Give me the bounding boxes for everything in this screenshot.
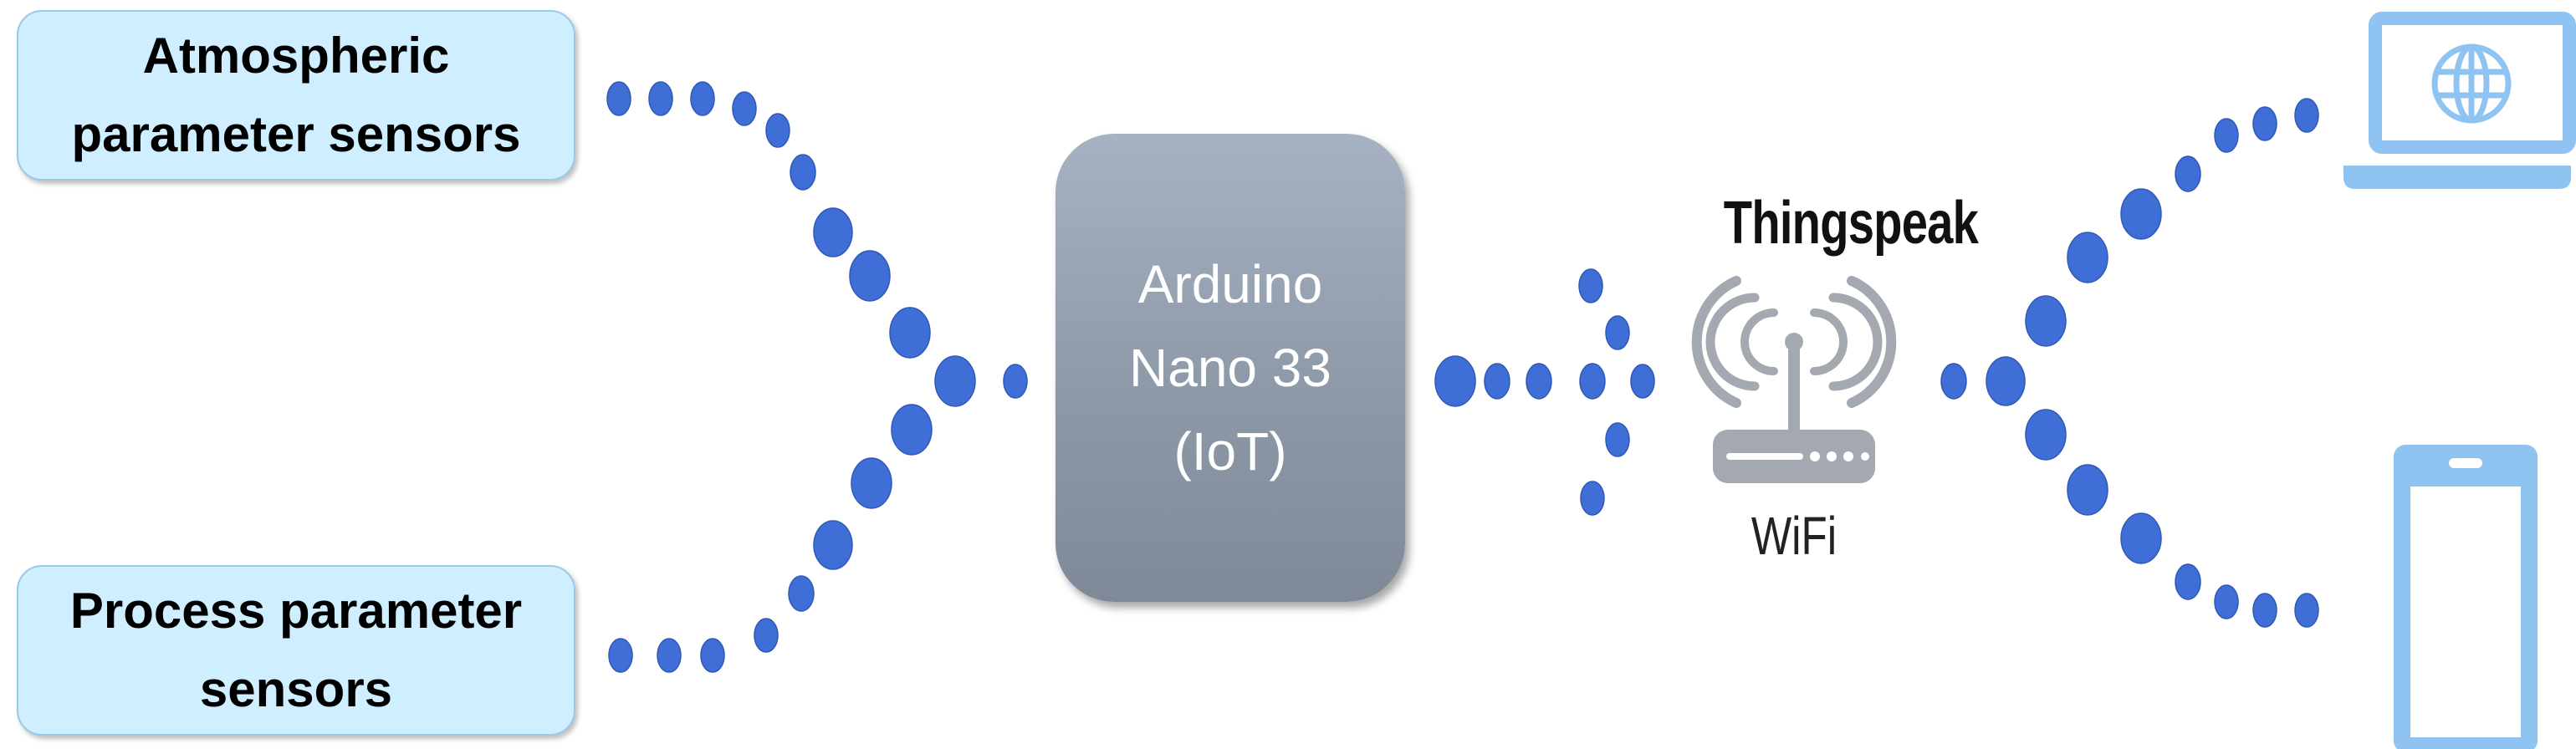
connector-dot [2175,563,2201,600]
connector-dot [891,404,933,456]
connector-dot [2175,155,2201,192]
connector-dot [2252,106,2277,141]
connector-dot [1579,363,1606,400]
arduino-label-line1: Arduino [1137,254,1323,314]
connector-dot [1526,363,1552,400]
connector-dot [754,618,779,653]
connector-dot [690,81,715,116]
arduino-controller-box: Arduino Nano 33 (IoT) [1055,134,1405,602]
connector-dot [934,355,976,407]
connector-dot [2025,295,2067,347]
arduino-label-line2: Nano 33 [1129,338,1331,398]
laptop-globe-icon [2343,12,2576,189]
connector-dot [2252,593,2277,628]
atmospheric-sensors-box: Atmospheric parameter sensors [17,10,575,181]
connector-dot [606,81,631,116]
connector-dot [889,307,931,359]
process-sensors-label-line1: Process parameter [69,583,523,639]
connector-dot [2294,98,2319,133]
connector-dot [608,638,633,673]
connector-dot [851,457,892,509]
wifi-router-icon [1691,276,1897,483]
connector-dot [1484,363,1510,400]
dots-arduino-to-router [1434,268,1655,516]
connector-dot [1940,363,1967,400]
connector-dot [657,638,682,673]
connector-dot [2214,584,2239,619]
dots-atmospheric-to-arduino [606,81,976,407]
connector-dot [1578,268,1603,303]
connector-dot [2025,409,2067,461]
connector-dot [1580,481,1605,516]
connector-dot [2120,188,2162,240]
connector-dot [2067,464,2108,516]
connector-dot [813,207,853,257]
connector-dot [1605,315,1630,350]
dots-arduino-out [1003,364,1028,399]
connector-dot [849,250,891,302]
atmospheric-sensors-label-line1: Atmospheric [142,28,450,84]
atmospheric-sensors-label-line2: parameter sensors [71,106,521,162]
dots-router-to-devices [1940,98,2319,628]
connector-dots [606,81,2319,673]
connector-dot [1986,356,2026,406]
arduino-label-line3: (IoT) [1173,421,1287,482]
process-sensors-box: Process parameter sensors [17,565,575,736]
connector-dot [813,520,853,570]
connector-dot [1630,364,1655,399]
connector-dot [2294,593,2319,628]
connector-dot [765,113,790,148]
connector-dot [2067,232,2108,283]
connector-dot [648,81,673,116]
dots-process-to-arduino [608,404,933,673]
smartphone-icon [2394,445,2538,749]
connector-dot [1434,355,1476,407]
connector-dot [2214,118,2239,153]
connector-dot [1605,422,1630,457]
process-sensors-label-line2: sensors [199,661,393,717]
connector-dot [732,91,757,126]
connector-dot [788,575,815,612]
connector-dot [1003,364,1028,399]
wifi-label: WiFi [1751,506,1837,566]
connector-dot [700,638,725,673]
connector-dot [2120,512,2162,564]
connector-dot [790,154,816,191]
